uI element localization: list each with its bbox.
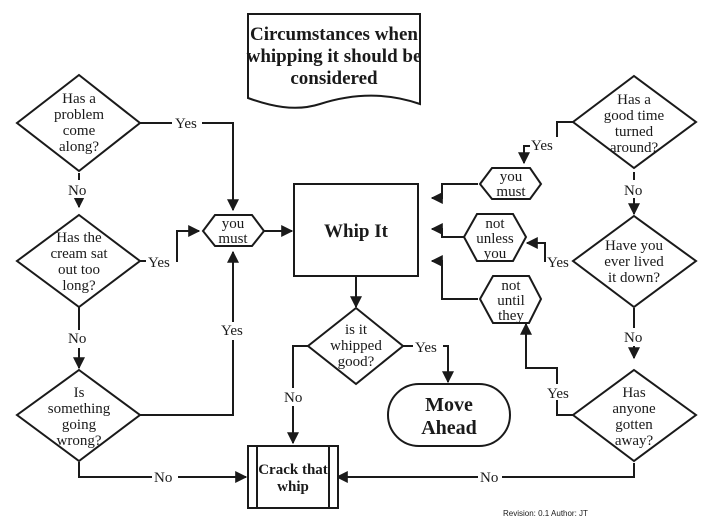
hexagon-text: must [496, 184, 526, 200]
decision-text: it down? [608, 270, 660, 286]
decision-text: anyone [612, 401, 656, 417]
decision-text: problem [54, 107, 104, 123]
decision-text: out too [58, 262, 100, 278]
terminal-move-ahead: Move Ahead [387, 383, 511, 447]
decision-text: good time [604, 108, 665, 124]
hexagon-text: you [222, 216, 245, 232]
decision-text: something [48, 401, 111, 417]
hexagon-text: you [484, 246, 507, 262]
decision-lived-down: Have you ever lived it down? [571, 214, 698, 309]
decision-text: good? [338, 354, 375, 370]
hexagon-text: must [218, 231, 248, 247]
decision-text: ever lived [604, 254, 664, 270]
decision-text: is it [345, 322, 368, 338]
label-cream-no: No [68, 331, 86, 347]
hexagon-text: you [500, 169, 523, 185]
hexagon-not-unless-you: not unless you [462, 213, 528, 262]
crack-line-2: whip [277, 479, 309, 495]
edge-problem-yes [140, 122, 239, 212]
whip-it-label: Whip It [324, 221, 389, 242]
crack-line-1: Crack that [258, 462, 328, 478]
decision-text: Has [622, 385, 645, 401]
decision-text: Is [74, 385, 85, 401]
process-whip-it: Whip It [293, 183, 419, 277]
label-whipped-yes: Yes [415, 340, 437, 356]
label-gottenaway-yes: Yes [547, 386, 569, 402]
connectors [73, 121, 640, 483]
hexagon-text: they [498, 308, 524, 324]
title-line-1: Circumstances when [250, 24, 418, 45]
edge-notunless-whipit [430, 223, 464, 238]
edge-gottenaway-no [335, 463, 635, 483]
hexagon-you-must-right: you must [478, 167, 543, 200]
edge-labels: Yes No Yes No Yes No No Yes Yes No Yes N… [66, 114, 648, 486]
hexagon-text: not [501, 278, 521, 294]
decision-text: cream sat [50, 246, 108, 262]
revision-author: Revision: 0.1 Author: JT [503, 509, 588, 518]
label-whipped-no: No [284, 390, 302, 406]
hexagon-text: not [485, 216, 505, 232]
process-crack-that-whip: Crack that whip [247, 445, 339, 509]
edge-youmust-right-whipit [430, 183, 478, 204]
hexagon-text: unless [476, 231, 514, 247]
decision-text: whipped [330, 338, 382, 354]
decision-text: going [62, 417, 97, 433]
label-wrong-no: No [154, 470, 172, 486]
edge-notuntil-whipit [430, 255, 478, 300]
hexagon-not-until-they: not until they [478, 275, 543, 324]
label-goodtime-yes: Yes [531, 138, 553, 154]
decision-text: Have you [605, 238, 663, 254]
decision-text: turned [615, 124, 654, 140]
decision-gotten-away: Has anyone gotten away? [571, 368, 698, 463]
label-problem-yes: Yes [175, 116, 197, 132]
hexagon-you-must-left: you must [201, 214, 266, 247]
decision-text: wrong? [57, 433, 102, 449]
edge-wrong-yes [140, 250, 239, 416]
decision-cream: Has the cream sat out too long? [15, 213, 142, 309]
decision-text: come [63, 123, 96, 139]
edge-wrong-no [78, 462, 248, 483]
decision-problem: Has a problem come along? [15, 73, 142, 173]
title-document: Circumstances when whipping it should be… [247, 13, 422, 109]
label-wrong-yes: Yes [221, 323, 243, 339]
hexagon-text: until [497, 293, 525, 309]
label-livedown-yes: Yes [547, 255, 569, 271]
decision-text: away? [615, 433, 654, 449]
decision-whipped-good: is it whipped good? [306, 306, 405, 386]
label-goodtime-no: No [624, 183, 642, 199]
move-ahead-line-2: Ahead [421, 417, 477, 439]
label-cream-yes: Yes [148, 255, 170, 271]
decision-text: gotten [615, 417, 653, 433]
decision-text: Has a [617, 92, 651, 108]
edge-whipped-no [287, 345, 308, 445]
decision-text: long? [62, 278, 96, 294]
decision-text: around? [610, 140, 659, 156]
title-line-2: whipping it should be [247, 46, 422, 67]
decision-good-time: Has a good time turned around? [571, 74, 698, 170]
decision-text: Has the [56, 230, 102, 246]
label-problem-no: No [68, 183, 86, 199]
decision-wrong: Is something going wrong? [15, 368, 142, 463]
edge-gottenaway-yes [520, 322, 573, 416]
label-livedown-no: No [624, 330, 642, 346]
title-line-3: considered [290, 68, 378, 89]
decision-text: along? [59, 139, 99, 155]
decision-text: Has a [62, 91, 96, 107]
move-ahead-line-1: Move [425, 394, 473, 416]
label-gottenaway-no: No [480, 470, 498, 486]
